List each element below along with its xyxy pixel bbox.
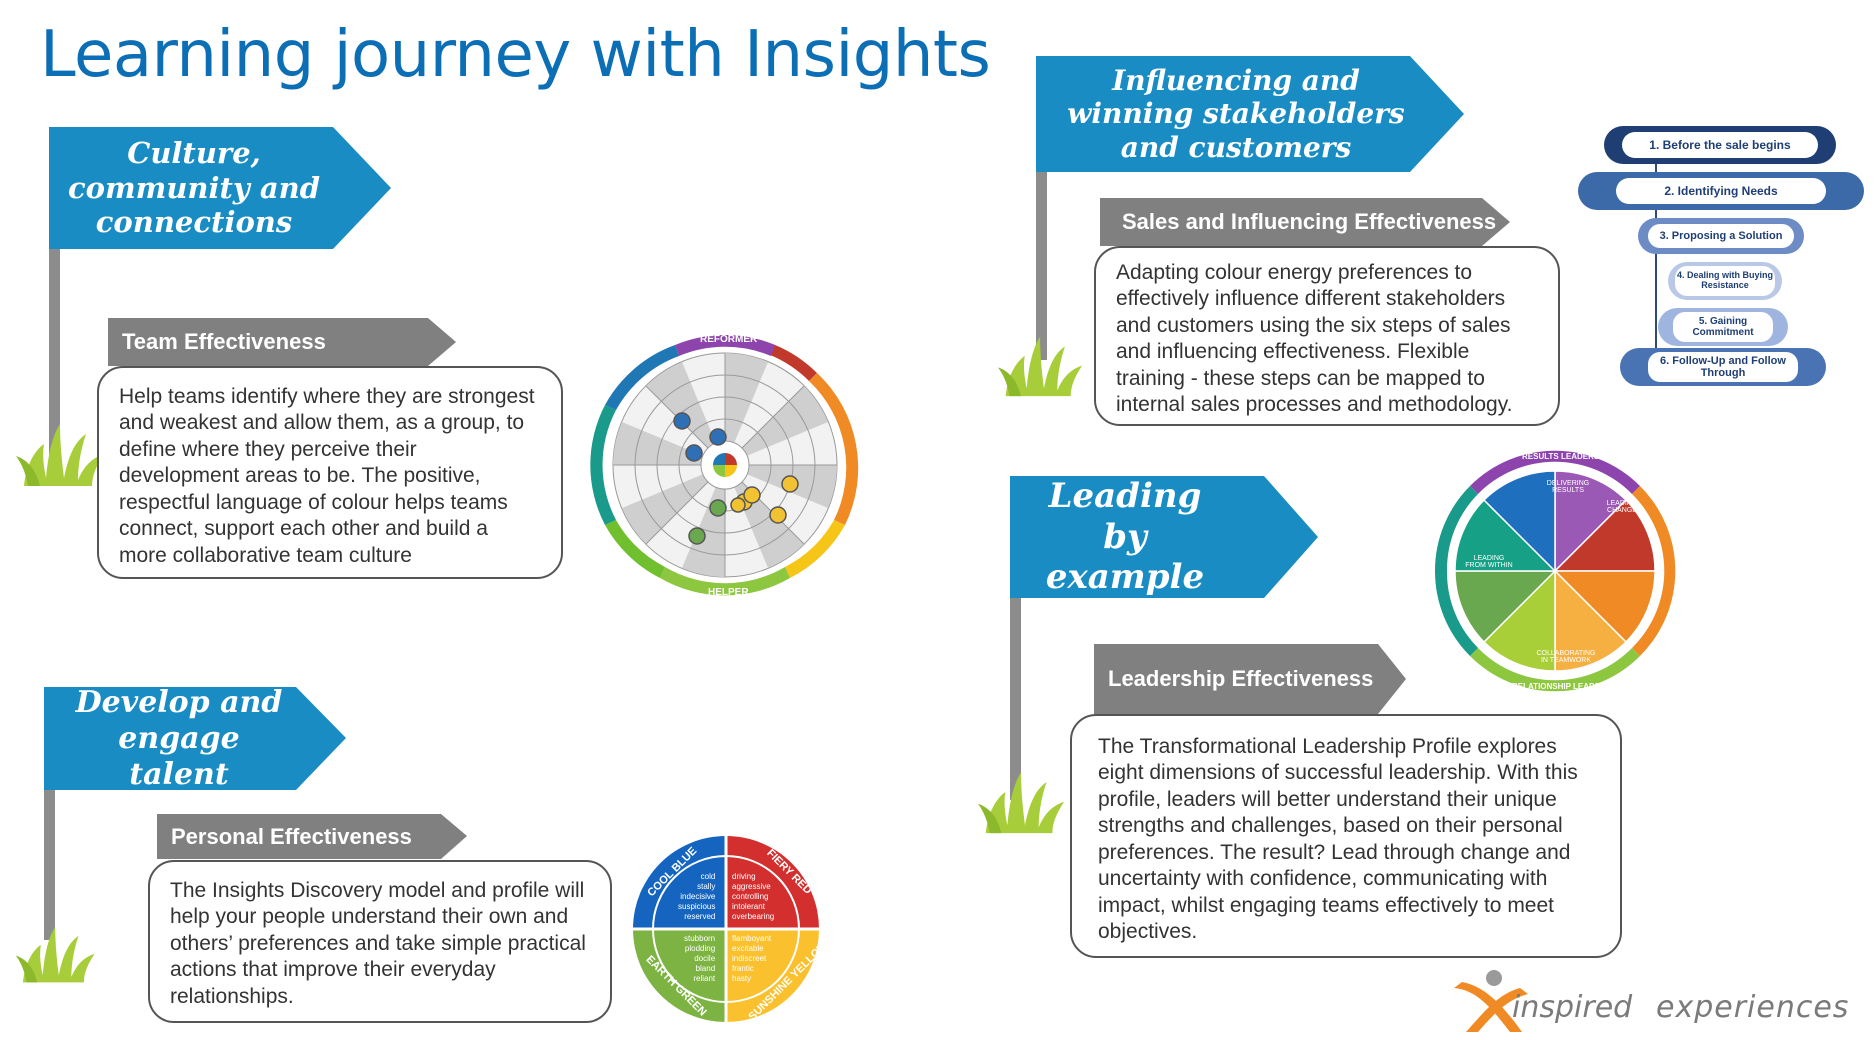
leadership-segment-label: LEADING FROM WITHIN bbox=[1465, 555, 1513, 569]
grass-icon bbox=[998, 336, 1083, 397]
quadrant-word: flamboyant bbox=[732, 934, 772, 943]
flag-influencing: Influencing and winning stakeholders and… bbox=[1036, 56, 1464, 172]
flag-talent: Develop and engage talent bbox=[44, 684, 346, 792]
quadrant-word: reliant bbox=[693, 974, 716, 983]
quadrant-word: frantic bbox=[732, 964, 754, 973]
sales-step: 1. Before the sale begins bbox=[1604, 126, 1836, 164]
quadrant-word: intolerant bbox=[732, 902, 765, 911]
flag-pole bbox=[44, 780, 55, 940]
discovery-wheel-chart bbox=[633, 836, 819, 1022]
flag-pole bbox=[1010, 590, 1021, 800]
sales-step-label: 5. Gaining Commitment bbox=[1673, 312, 1773, 342]
segment-label: HELPER bbox=[708, 587, 749, 598]
quadrant-word: controlling bbox=[732, 892, 769, 901]
flag-title: Culture, community and connections bbox=[67, 135, 321, 240]
grass-icon bbox=[16, 424, 104, 486]
sales-step-label: 3. Proposing a Solution bbox=[1648, 224, 1794, 248]
text-box-team-effectiveness: Help teams identify where they are stron… bbox=[97, 366, 563, 579]
leadership-segment-label: LEADING CHANGE bbox=[1606, 500, 1638, 514]
quadrant-word: driving bbox=[732, 872, 756, 881]
quadrant-words: cold stally indecisive suspicious reserv… bbox=[678, 872, 715, 922]
quadrant-words: flamboyant excitable indiscreet frantic … bbox=[732, 934, 771, 984]
sales-step: 2. Identifying Needs bbox=[1578, 172, 1864, 210]
leadership-outer-label: RESULTS LEADERSHIP bbox=[1522, 452, 1613, 461]
flag-title: Influencing and winning stakeholders and… bbox=[1067, 63, 1405, 164]
sales-step: 5. Gaining Commitment bbox=[1658, 308, 1788, 346]
sales-step-label: 1. Before the sale begins bbox=[1622, 132, 1818, 158]
sales-step: 3. Proposing a Solution bbox=[1638, 218, 1804, 254]
sales-steps-diagram: 1. Before the sale begins 2. Identifying… bbox=[1578, 126, 1868, 388]
team-wheel-chart bbox=[590, 334, 859, 596]
grass-icon bbox=[15, 926, 95, 983]
quadrant-word: aggressive bbox=[732, 882, 771, 891]
flag-pole bbox=[49, 240, 60, 480]
text-box-leadership-effectiveness: The Transformational Leadership Profile … bbox=[1070, 714, 1622, 958]
quadrant-word: bland bbox=[695, 964, 716, 973]
banner-leadership-effectiveness: Leadership Effectiveness bbox=[1094, 644, 1406, 714]
quadrant-word: plodding bbox=[684, 944, 716, 953]
logo-text-right: experiences bbox=[1656, 990, 1850, 1025]
sales-step: 4. Dealing with Buying Resistance bbox=[1668, 262, 1782, 300]
flag-title: Develop and engage talent bbox=[75, 684, 283, 792]
quadrant-word: indiscreet bbox=[732, 954, 767, 963]
leadership-segment-label: COLLABORATING IN TEAMWORK bbox=[1536, 650, 1596, 664]
banner-label: Leadership Effectiveness bbox=[1108, 666, 1374, 691]
leadership-wheel-chart bbox=[1434, 450, 1676, 692]
quadrant-word: overbearing bbox=[732, 912, 775, 921]
quadrant-word: reserved bbox=[684, 912, 716, 921]
quadrant-word: suspicious bbox=[678, 902, 716, 911]
logo-icon bbox=[1454, 970, 1528, 1032]
banner-label: Personal Effectiveness bbox=[171, 823, 412, 849]
banner-label: Sales and Influencing Effectiveness bbox=[1122, 209, 1497, 234]
sales-step-label: 2. Identifying Needs bbox=[1616, 178, 1826, 204]
sales-step: 6. Follow-Up and Follow Through bbox=[1620, 348, 1826, 386]
segment-label: REFORMER bbox=[700, 334, 758, 345]
quadrant-word: cold bbox=[700, 872, 716, 881]
sales-step-label: 4. Dealing with Buying Resistance bbox=[1675, 266, 1775, 296]
quadrant-word: excitable bbox=[732, 944, 764, 953]
text-box-personal-effectiveness: The Insights Discovery model and profile… bbox=[148, 860, 612, 1023]
quadrant-word: docile bbox=[694, 954, 716, 963]
quadrant-words: driving aggressive controlling intoleran… bbox=[732, 872, 774, 922]
leadership-segment-label: DELIVERING RESULTS bbox=[1546, 480, 1590, 494]
sales-step-label: 6. Follow-Up and Follow Through bbox=[1648, 352, 1798, 382]
quadrant-word: stally bbox=[697, 882, 716, 891]
flag-leading: Leading by example bbox=[1010, 476, 1318, 598]
banner-team-effectiveness: Team Effectiveness bbox=[108, 318, 456, 366]
quadrant-word: stubborn bbox=[684, 934, 716, 943]
flag-title: Leading by example bbox=[1045, 475, 1205, 598]
leadership-outer-label: RELATIONSHIP LEADERSHIP bbox=[1512, 682, 1625, 691]
page-title: Learning journey with Insights bbox=[40, 18, 991, 92]
banner-label: Team Effectiveness bbox=[122, 329, 326, 354]
grass-icon bbox=[977, 772, 1065, 834]
quadrant-word: indecisive bbox=[680, 892, 716, 901]
steps-connector bbox=[1655, 150, 1657, 360]
quadrant-words: stubborn plodding docile bland reliant bbox=[684, 934, 715, 984]
flag-pole bbox=[1036, 160, 1047, 360]
text-box-sales-effectiveness: Adapting colour energy preferences to ef… bbox=[1094, 246, 1560, 426]
banner-personal-effectiveness: Personal Effectiveness bbox=[157, 814, 467, 859]
quadrant-word: hasty bbox=[732, 974, 752, 983]
flag-culture: Culture, community and connections bbox=[49, 127, 391, 249]
banner-sales-effectiveness: Sales and Influencing Effectiveness bbox=[1100, 198, 1510, 246]
logo-text-left: inspired bbox=[1512, 990, 1633, 1025]
